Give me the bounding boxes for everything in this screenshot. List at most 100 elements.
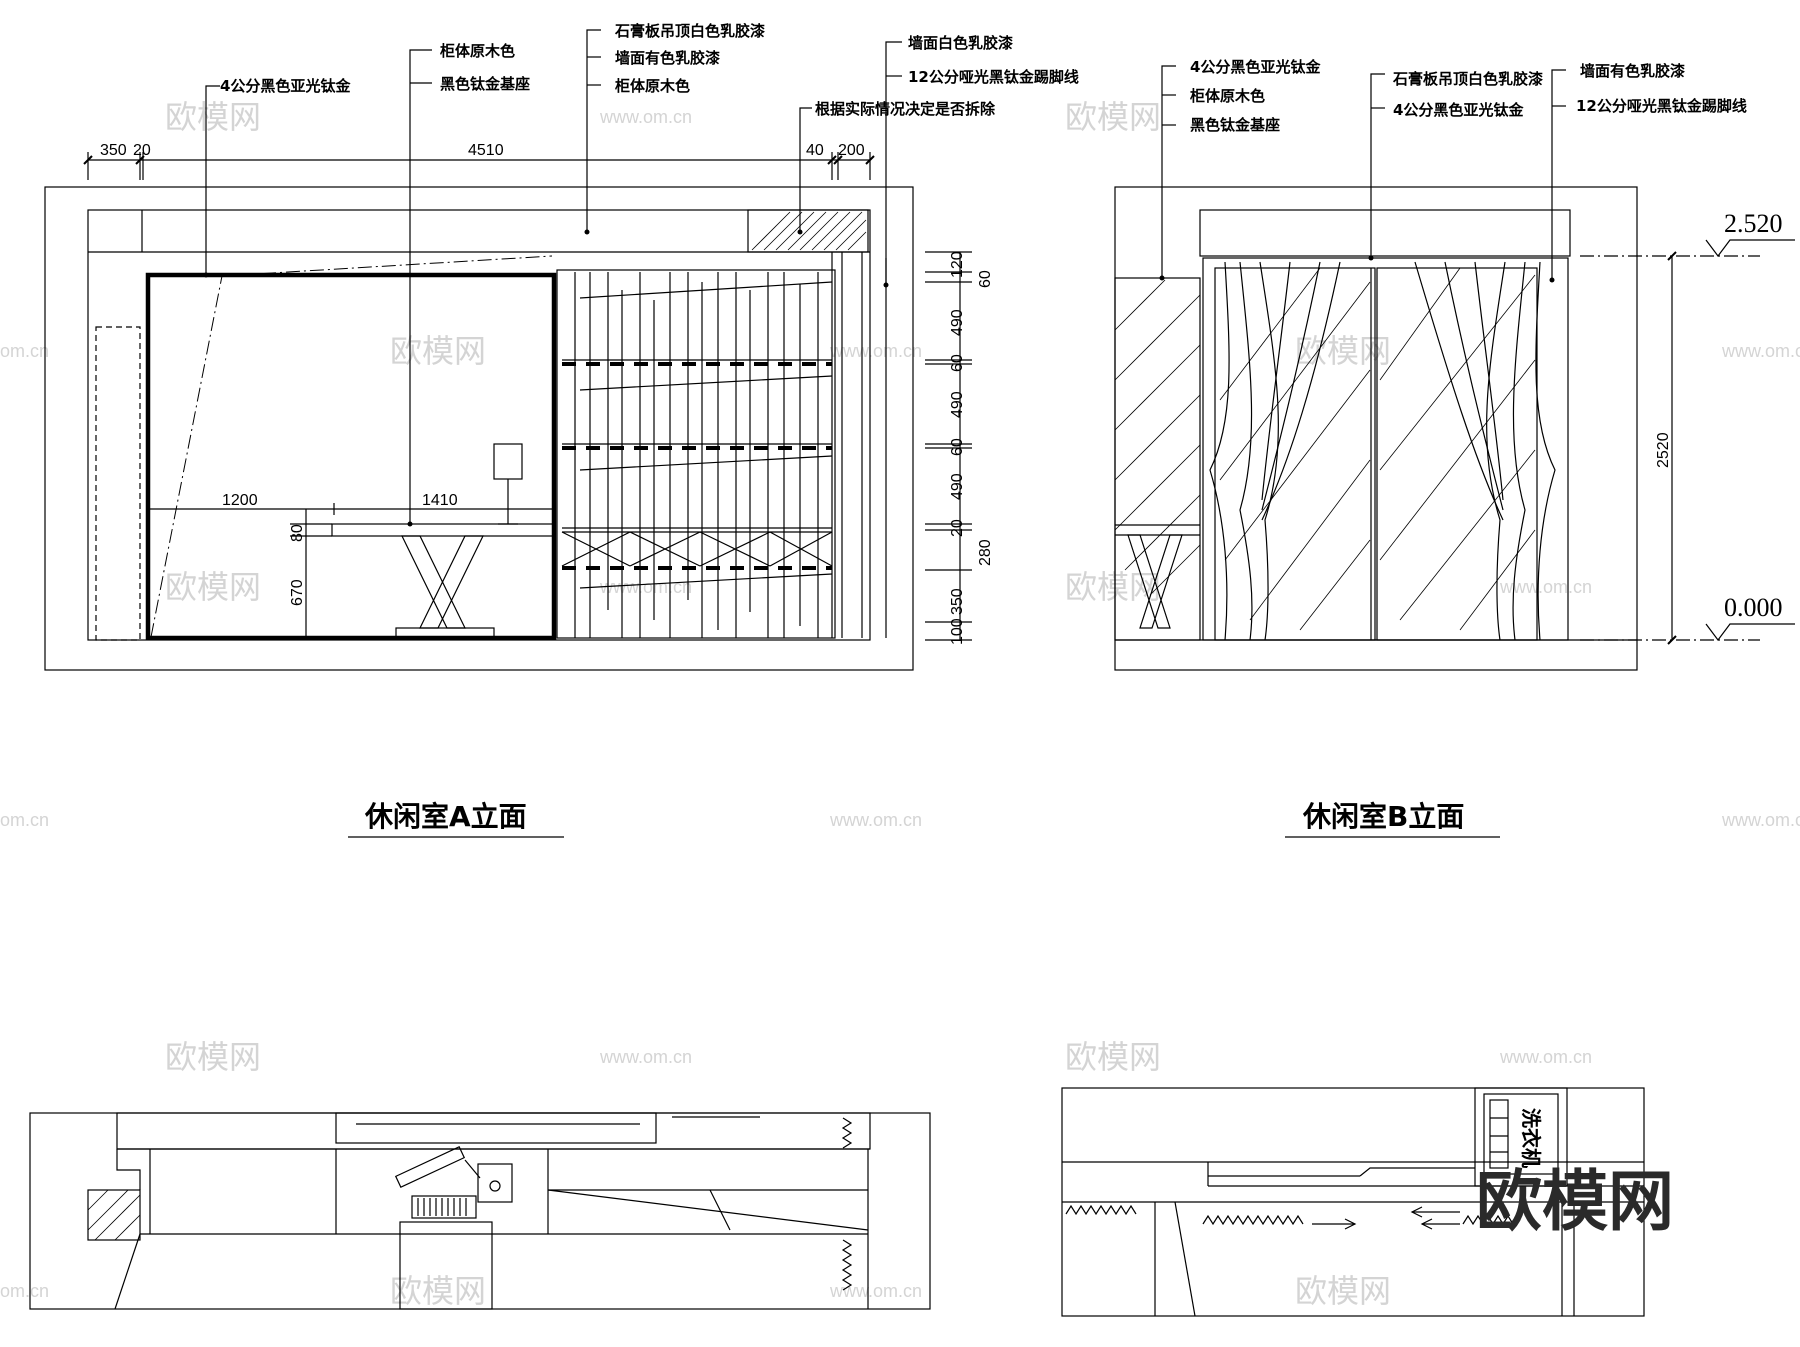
hatch-block — [87, 1189, 141, 1241]
label-wall-color: 墙面有色乳胶漆 — [615, 49, 720, 67]
table-lamp — [493, 443, 523, 525]
desk-top — [331, 523, 555, 537]
watermark-url: om.cn — [0, 810, 49, 830]
label-skirting: 12公分哑光黑钛金踢脚线 — [908, 68, 1079, 86]
spring-symbol — [841, 1239, 853, 1291]
watermark-text: 欧模网 — [1065, 568, 1161, 606]
watermark-url: www.om.cn — [599, 1047, 692, 1067]
watermark-text: 欧模网 — [390, 332, 486, 370]
watermark-url: www.om.cn — [829, 810, 922, 830]
label-titanium-base: 黑色钛金基座 — [440, 75, 530, 93]
plan-d: 洗衣机 欧模网 — [1061, 1087, 1674, 1317]
label-black-titanium-2: 4公分黑色亚光钛金 — [1393, 101, 1524, 119]
dim-4510: 4510 — [468, 142, 504, 159]
watermark-url: www.om.cn — [1499, 577, 1592, 597]
level-bottom: 0.000 — [1724, 593, 1783, 622]
label-titanium-base: 黑色钛金基座 — [1190, 116, 1280, 134]
watermark-text: 欧模网 — [390, 1272, 486, 1310]
vent-grille — [411, 1195, 477, 1219]
label-black-titanium: 4公分黑色亚光钛金 — [220, 77, 351, 95]
dimension-chain-right: 120 60 490 60 490 60 490 20 280 350 100 — [925, 251, 994, 645]
glass-dash-line — [150, 255, 553, 638]
elevation-b: 4公分黑色亚光钛金 柜体原木色 黑色钛金基座 石膏板吊顶白色乳胶漆 4公分黑色亚… — [1114, 58, 1795, 838]
inner-dims-a: 1200 1410 80 670 — [222, 492, 458, 640]
dim-490: 490 — [949, 309, 966, 336]
label-cabinet-wood-2: 柜体原木色 — [614, 77, 690, 95]
watermark-text: 欧模网 — [1065, 1038, 1161, 1076]
dim-20: 20 — [949, 519, 966, 537]
hatched-wall — [1114, 277, 1201, 641]
watermark-url: www.om.cn — [1499, 1047, 1592, 1067]
spring-symbol — [1462, 1214, 1514, 1226]
level-marks: 2.520 0.000 2520 — [1580, 209, 1795, 645]
desk-lamp-icon — [394, 1145, 513, 1203]
dim-40: 40 — [806, 142, 824, 159]
spring-symbol — [1065, 1204, 1137, 1216]
label-skirting: 12公分哑光黑钛金踢脚线 — [1576, 97, 1747, 115]
watermark-url: www.om.cn — [1721, 341, 1800, 361]
label-ceiling-white: 石膏板吊顶白色乳胶漆 — [1392, 70, 1543, 88]
plan-c — [29, 1112, 931, 1310]
dim-60: 60 — [949, 438, 966, 456]
dim-670: 670 — [289, 579, 306, 606]
dashed-pillar — [95, 326, 141, 641]
watermark-url: www.om.cn — [599, 107, 692, 127]
dim-350: 350 — [100, 142, 127, 159]
elevation-a: 4公分黑色亚光钛金 柜体原木色 黑色钛金基座 石膏板吊顶白色乳胶漆 墙面有色乳胶… — [44, 22, 1079, 838]
elevation-a-title: 休闲室A立面 — [364, 800, 527, 833]
level-top: 2.520 — [1724, 209, 1783, 238]
dim-80: 80 — [289, 524, 306, 542]
watermark-url: www.om.cn — [1721, 810, 1800, 830]
brand-logo: 欧模网 — [1476, 1163, 1674, 1240]
material-labels-b: 4公分黑色亚光钛金 柜体原木色 黑色钛金基座 石膏板吊顶白色乳胶漆 4公分黑色亚… — [1189, 58, 1747, 134]
dim-280: 280 — [977, 539, 994, 566]
dim-490: 490 — [949, 391, 966, 418]
label-cabinet-wood: 柜体原木色 — [439, 42, 515, 60]
laundry-cabinet: 洗衣机 — [1474, 1087, 1568, 1187]
dim-120: 120 — [949, 251, 966, 278]
label-wall-color: 墙面有色乳胶漆 — [1580, 62, 1685, 80]
label-black-titanium: 4公分黑色亚光钛金 — [1190, 58, 1321, 76]
desk-x-legs — [395, 535, 495, 639]
dim-1410: 1410 — [422, 492, 458, 509]
dim-100: 100 — [949, 618, 966, 645]
elevation-b-border — [1114, 186, 1638, 671]
label-demolish-note: 根据实际情况决定是否拆除 — [815, 100, 996, 118]
dim-350: 350 — [949, 588, 966, 615]
watermark-url: www.om.cn — [829, 1281, 922, 1301]
watermark-url: om.cn — [0, 1281, 49, 1301]
dim-20: 20 — [133, 142, 151, 159]
watermark-url: om.cn — [0, 341, 49, 361]
label-ceiling-white: 石膏板吊顶白色乳胶漆 — [614, 22, 765, 40]
material-labels-a: 4公分黑色亚光钛金 柜体原木色 黑色钛金基座 石膏板吊顶白色乳胶漆 墙面有色乳胶… — [220, 22, 1079, 118]
curtains — [1209, 261, 1556, 641]
spring-symbol — [841, 1117, 853, 1149]
elevation-b-title: 休闲室B立面 — [1302, 800, 1464, 833]
dim-60: 60 — [977, 270, 994, 288]
dim-200: 200 — [838, 142, 865, 159]
leader-lines-b — [1159, 65, 1566, 283]
watermark-url: www.om.cn — [599, 577, 692, 597]
leader-lines-a — [203, 29, 902, 527]
laundry-label: 洗衣机 — [1519, 1108, 1543, 1168]
watermark-text: 欧模网 — [165, 568, 261, 606]
watermark-text: 欧模网 — [1065, 98, 1161, 136]
watermark-text: 欧模网 — [165, 1038, 261, 1076]
watermark-text: 欧模网 — [1295, 1272, 1391, 1310]
elevation-a-border — [44, 186, 914, 671]
ceiling-hatch — [747, 209, 869, 253]
label-wall-white: 墙面白色乳胶漆 — [908, 34, 1013, 52]
dim-1200: 1200 — [222, 492, 258, 509]
dimension-chain-top: 350 20 4510 40 200 — [83, 142, 875, 180]
sliding-door — [1202, 257, 1569, 641]
dim-2520: 2520 — [1655, 432, 1672, 468]
watermark-text: 欧模网 — [165, 98, 261, 136]
black-titanium-frame — [145, 272, 557, 641]
label-cabinet-wood: 柜体原木色 — [1189, 87, 1265, 105]
spring-symbol — [1202, 1214, 1304, 1226]
dim-490: 490 — [949, 473, 966, 500]
watermark-url: www.om.cn — [829, 341, 922, 361]
ceiling-board — [1199, 209, 1571, 257]
dim-60: 60 — [949, 354, 966, 372]
